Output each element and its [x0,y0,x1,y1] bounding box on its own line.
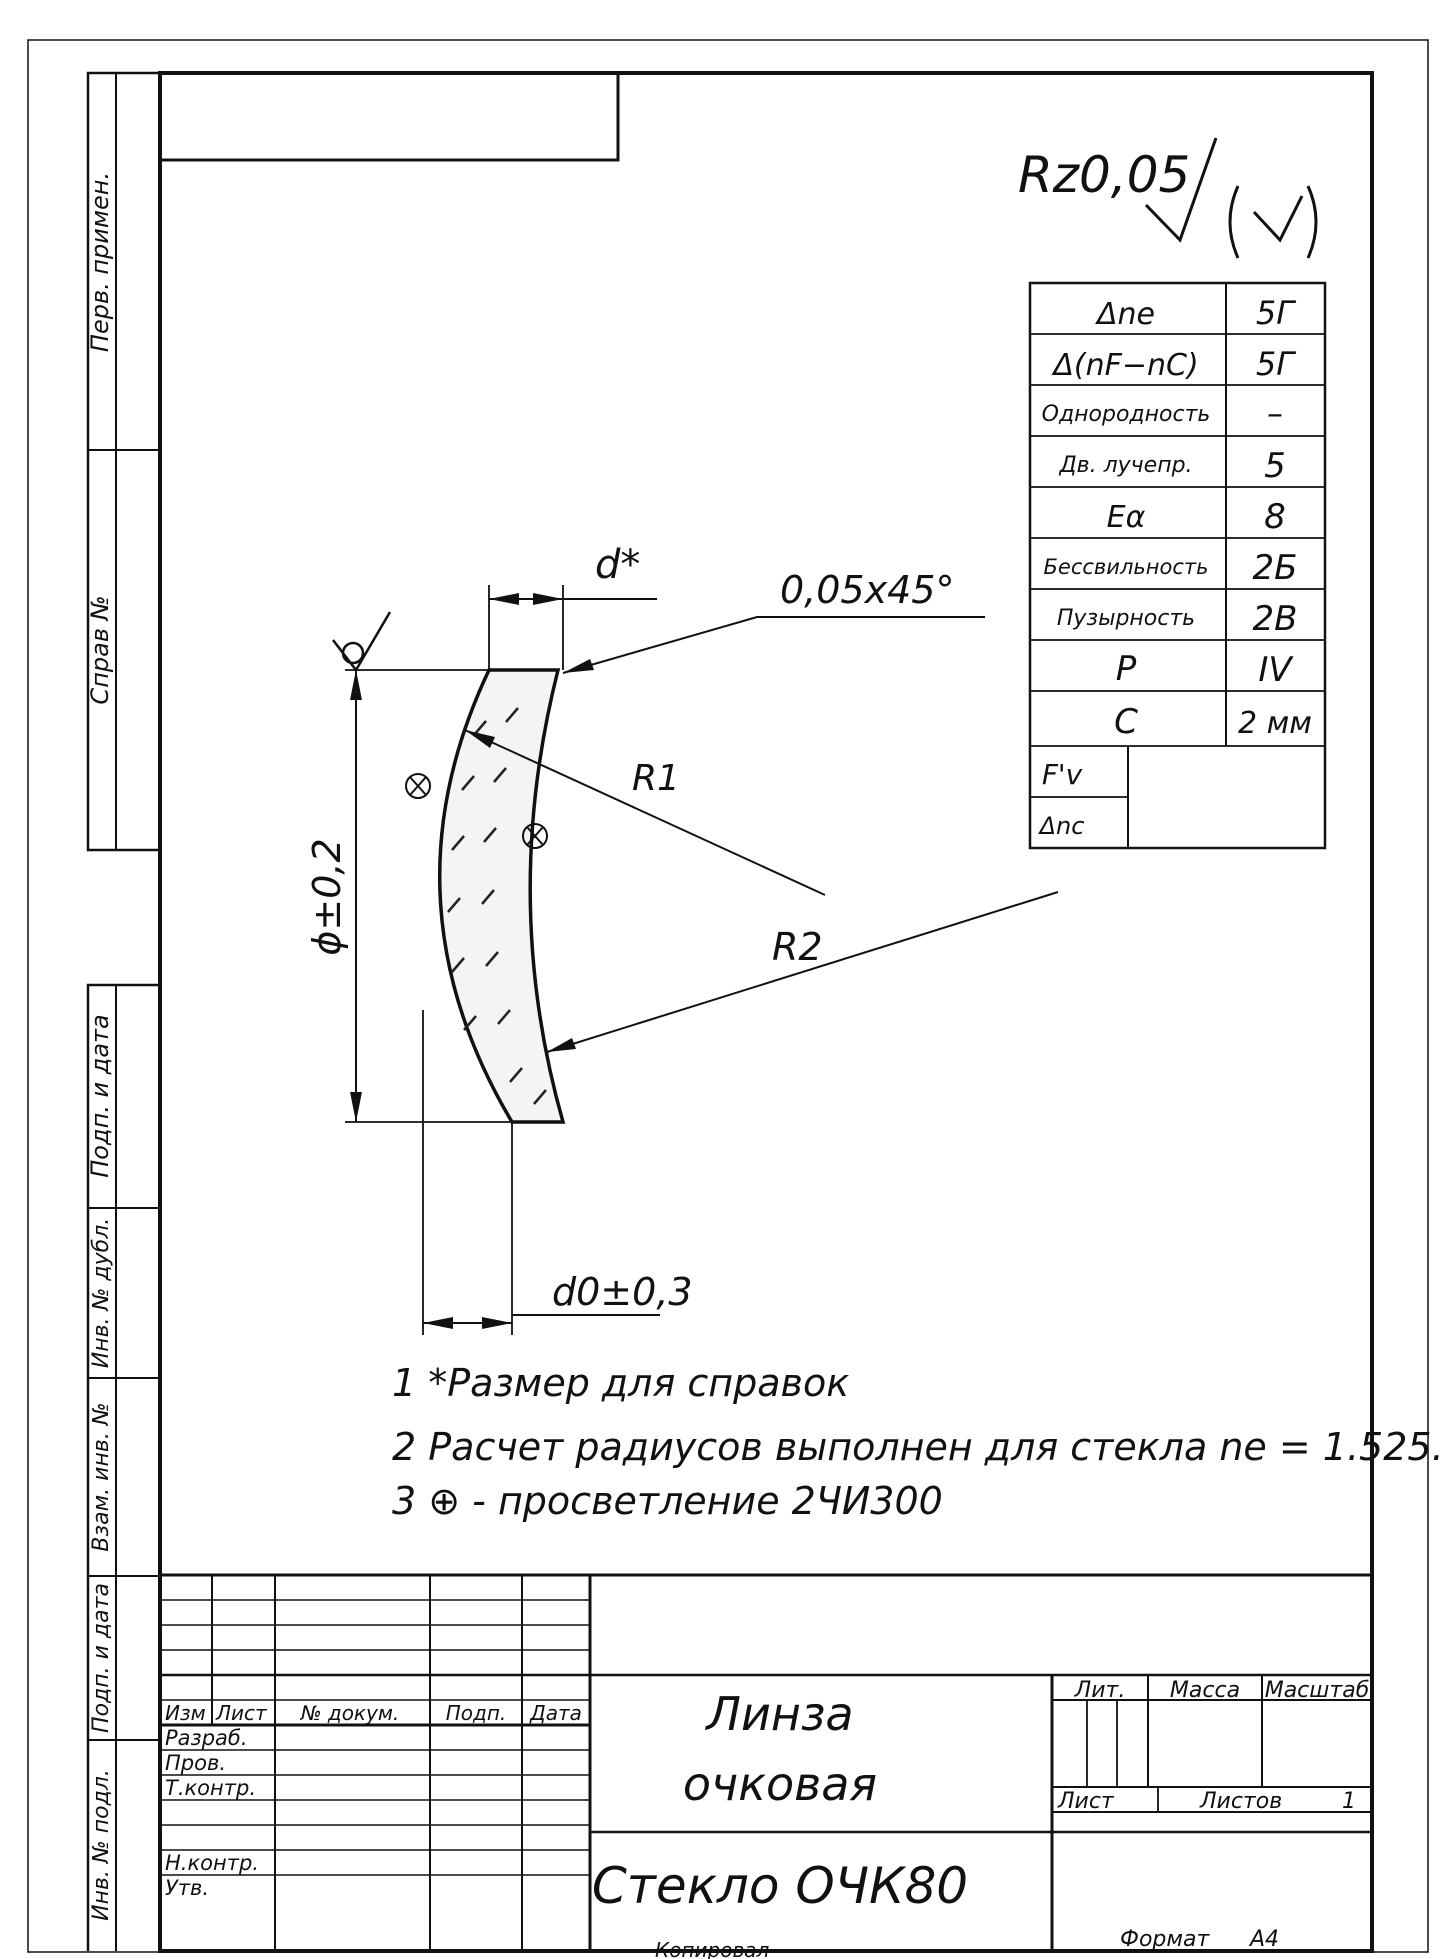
spec-value: 2 мм [1238,706,1312,741]
note-3: 3 ⊕ - просветление 2ЧИ300 [392,1479,943,1523]
coating-marker-icon [405,773,431,799]
side-stamp-label: Подп. и дата [89,1583,114,1733]
spec-value: 8 [1264,497,1286,537]
note-2: 2 Расчет радиусов выполнен для стекла nе… [392,1425,1442,1469]
roughness-check-icon [1144,137,1318,259]
part-title-line2: очковая [683,1757,877,1811]
lens-body [438,668,566,1124]
spec-value: 5 [1264,446,1286,486]
diameter-dimension [350,670,362,1122]
side-stamp-label: Справ № [86,595,114,704]
note-1: 1 *Размер для справок [392,1361,849,1405]
diameter-label: ϕ±0,2 [305,838,349,955]
spec-param: F'v [1042,758,1083,791]
drawing-frame [158,71,1374,1953]
thickness-label: d0±0,3 [552,1270,693,1314]
spec-param: Пузырность [1057,606,1195,631]
spec-value: IV [1258,650,1294,690]
chamfer-leader [562,616,985,674]
sheets-label: Листов [1199,1789,1282,1814]
format-label: Формат [1120,1927,1210,1952]
title-block-grid [160,1573,1372,1951]
spec-value: 2Б [1253,548,1298,588]
part-title-line1: Линза [704,1687,853,1741]
spec-table-grid [1028,281,1327,850]
sheets-value: 1 [1342,1789,1356,1814]
spec-value: 5Г [1256,345,1296,383]
role-label: Разраб. [165,1726,248,1750]
spec-param: C [1114,702,1138,742]
left-stamp-strip [86,71,160,1951]
roughness-label: Rz0,05 [1018,146,1190,204]
material-label: Стекло ОЧК80 [592,1857,968,1915]
scale-label: Масштаб [1265,1678,1370,1703]
top-stamp-box [160,73,620,162]
r2-leader [546,891,1059,1053]
role-label: Т.контр. [165,1776,256,1800]
spec-value: 2В [1253,599,1298,639]
lit-label: Лит. [1074,1678,1126,1703]
spec-param: Δnе [1095,297,1155,332]
spec-param: Дв. лучепр. [1058,453,1192,478]
coating-marker-icon [522,823,548,849]
sheet-label: Лист [1057,1789,1115,1814]
side-stamp-label: Перв. примен. [86,172,114,352]
col-header: Лист [215,1701,268,1725]
spec-value: – [1267,394,1283,432]
col-header: Подп. [446,1701,507,1725]
side-stamp-label: Инв. № подл. [89,1769,114,1921]
glass-hatching [447,707,547,1105]
mass-label: Масса [1170,1678,1240,1703]
spec-param: Δ(nF−nC) [1051,348,1198,383]
col-header: Изм [165,1701,206,1725]
format-value: А4 [1248,1927,1279,1952]
spec-param: Δnc [1038,812,1085,840]
role-label: Пров. [165,1751,226,1775]
side-stamp-label: Подп. и дата [86,1014,114,1178]
side-stamp-label: Инв. № дубл. [89,1218,114,1369]
thickness-dimension [423,1314,660,1329]
role-label: Н.контр. [165,1851,259,1875]
r2-label: R2 [772,925,823,969]
r1-leader [464,729,826,896]
d-star-dimension [489,593,657,605]
surface-finish-icon [332,611,392,673]
col-header: Дата [529,1701,582,1725]
side-stamp-label: Взам. инв. № [89,1402,114,1551]
chamfer-label: 0,05x45° [780,568,954,612]
d-star-label: d* [595,542,640,588]
copied-label: Копировал [655,1938,769,1959]
spec-param: Однородность [1042,402,1211,427]
r1-label: R1 [632,758,680,799]
col-header: № докум. [300,1701,400,1725]
spec-param: Eα [1107,500,1146,535]
spec-value: 5Г [1256,294,1296,332]
role-label: Утв. [165,1876,209,1900]
spec-param: P [1116,649,1137,689]
spec-param: Бессвильность [1044,555,1209,579]
